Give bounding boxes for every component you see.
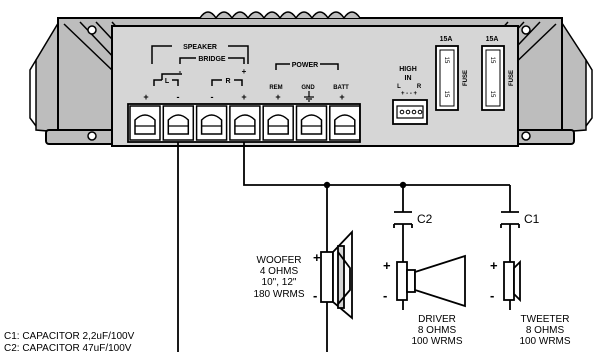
fuse-2-label: FUSE [509, 70, 515, 86]
driver-horn-icon [396, 254, 466, 308]
fuse-1-label: FUSE [463, 70, 469, 86]
fuse-2-value-bottom: 15 [489, 91, 495, 98]
junction-dot-c2 [399, 181, 407, 189]
ground-icon [304, 91, 314, 102]
terminal-1-polarity: + [143, 92, 148, 102]
terminal-2-polarity: - [177, 92, 180, 102]
woofer-label: WOOFER [257, 255, 302, 266]
tweeter-minus: - [490, 288, 494, 303]
fuse-1-value-bottom: 15 [443, 91, 449, 98]
junction-dot-woofer [323, 181, 331, 189]
driver-minus: - [383, 288, 387, 303]
high-in-label-2: IN [405, 75, 412, 82]
fuse-2[interactable]: 15 15 FUSE [481, 45, 515, 111]
bridge-minus-label: - [179, 67, 182, 76]
screw-terminal-2[interactable] [162, 105, 195, 141]
driver-impedance: 8 OHMS [418, 325, 457, 336]
screw-terminal-1[interactable] [129, 105, 161, 141]
screw-terminal-4[interactable] [229, 105, 261, 141]
speaker-label: SPEAKER [183, 44, 217, 51]
screw-terminal-3[interactable] [195, 105, 228, 141]
rem-label: REM [269, 85, 282, 91]
terminal-4-polarity: + [241, 92, 246, 102]
woofer-power: 180 WRMS [253, 289, 304, 300]
capacitor-c2-label: C2 [417, 212, 433, 226]
woofer-impedance: 4 OHMS [260, 266, 299, 277]
high-in-connector[interactable] [392, 99, 428, 125]
woofer-size: 10", 12" [262, 277, 297, 288]
terminal-3-polarity: - [211, 92, 214, 102]
channel-r-label: R [225, 78, 230, 85]
gnd-label: GND [301, 85, 315, 91]
tweeter-power: 100 WRMS [519, 336, 570, 347]
high-in-l-label: L [397, 84, 401, 90]
capacitor-c2 [393, 211, 413, 228]
screw-terminal-7[interactable] [329, 105, 361, 141]
tweeter-speaker-icon [503, 259, 521, 303]
bridge-plus-label: + [242, 67, 247, 76]
tweeter-plus: + [490, 258, 498, 273]
fuse-1-value-top: 15 [443, 57, 449, 64]
high-in-r-label: R [417, 84, 422, 90]
power-label: POWER [292, 62, 318, 69]
batt-label: BATT [333, 85, 349, 91]
terminal-5-polarity: + [275, 92, 280, 102]
speaker-bracket [151, 45, 339, 86]
woofer-plus: + [313, 250, 321, 265]
driver-label: DRIVER [418, 314, 456, 325]
screw-terminal-6[interactable] [295, 105, 328, 141]
screw-terminal-5[interactable] [262, 105, 294, 141]
capacitor-c1-label: C1 [524, 212, 540, 226]
driver-power: 100 WRMS [411, 336, 462, 347]
high-in-polarity: + - - + [401, 91, 418, 97]
woofer-speaker-icon [320, 229, 353, 320]
tweeter-impedance: 8 OHMS [526, 325, 565, 336]
terminal-block [127, 103, 361, 143]
tweeter-label: TWEETER [521, 314, 570, 325]
legend-c2: C2: CAPACITOR 47uF/100V [4, 343, 132, 352]
fuse-2-rating: 15A [486, 36, 499, 43]
woofer-minus: - [313, 288, 317, 303]
terminal-7-polarity: + [339, 92, 344, 102]
fuse-1-rating: 15A [440, 36, 453, 43]
fuse-1[interactable]: 15 15 FUSE [435, 45, 469, 111]
capacitor-c1 [500, 211, 520, 228]
driver-plus: + [383, 258, 391, 273]
bridge-label: BRIDGE [198, 56, 226, 63]
channel-l-label: L [165, 78, 170, 85]
fuse-2-value-top: 15 [489, 57, 495, 64]
legend-c1: C1: CAPACITOR 2,2uF/100V [4, 331, 135, 342]
high-in-label-1: HIGH [399, 66, 417, 73]
